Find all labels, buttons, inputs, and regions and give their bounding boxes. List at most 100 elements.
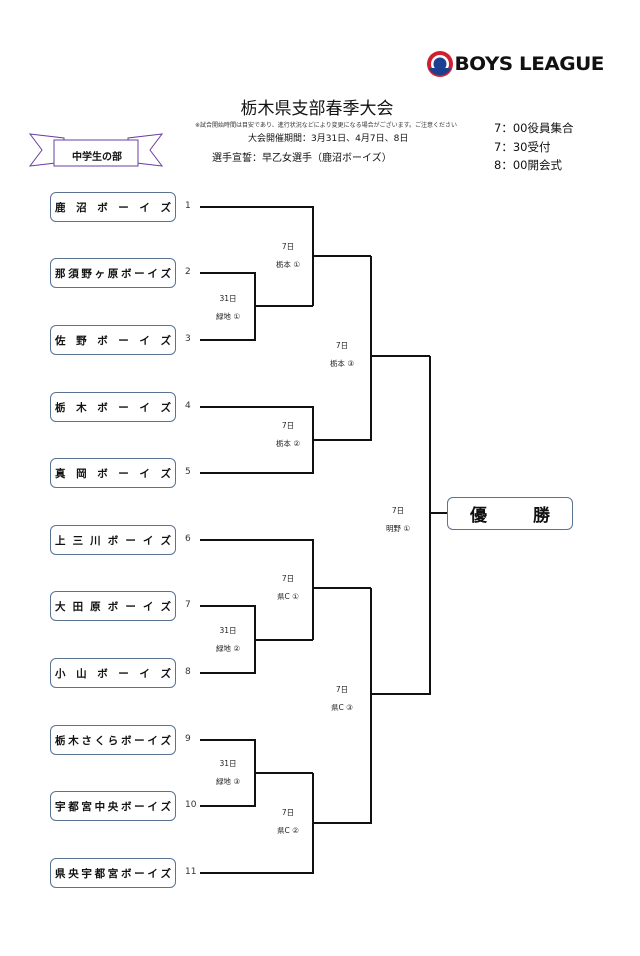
team-box: 栃木ボーイズ: [50, 392, 176, 422]
tournament-period: 大会開催期間：3月31日、4月7日、8日: [248, 134, 409, 144]
team-box: 宇都宮中央ボーイズ: [50, 791, 176, 821]
team-name-char: ー: [125, 600, 136, 613]
team-name-char: さ: [81, 734, 92, 747]
schedule-item: 7：00役員集合: [494, 121, 574, 135]
division-ribbon: [28, 133, 164, 167]
match-day: 7日: [335, 341, 349, 350]
boys-league-logo: BOYS LEAGUE: [426, 50, 604, 78]
team-name-char: ー: [118, 667, 129, 680]
seed-number: 8: [185, 667, 191, 677]
match-venue: 県C ①: [277, 592, 299, 601]
match-venue: 県C ②: [277, 826, 299, 835]
team-name-char: ボ: [97, 401, 108, 414]
team-name-char: 大: [55, 600, 66, 613]
match-day: 7日: [335, 685, 349, 694]
logo-emblem-icon: [427, 51, 453, 77]
team-name-char: ボ: [120, 734, 132, 747]
bracket-line: [200, 206, 314, 306]
team-name-char: ボ: [97, 467, 108, 480]
team-name-char: 那: [55, 267, 66, 280]
bracket-line: [200, 272, 256, 341]
match-day: 7日: [281, 242, 295, 251]
team-name-char: イ: [139, 467, 150, 480]
match-day: 31日: [219, 626, 237, 635]
team-box: 栃木さくらボーイズ: [50, 725, 176, 755]
team-name-char: 田: [72, 600, 84, 613]
champion-char: 優: [470, 506, 487, 526]
team-name-char: 央: [107, 800, 119, 813]
team-name-char: ボ: [97, 334, 108, 347]
match-venue: 明野 ①: [385, 524, 411, 533]
seed-number: 2: [185, 267, 191, 277]
team-name-char: ボ: [120, 267, 132, 280]
team-name-char: 佐: [55, 334, 66, 347]
team-name-char: 都: [68, 800, 79, 813]
match-day: 7日: [281, 574, 295, 583]
team-name-char: ズ: [160, 867, 172, 880]
team-name-char: 鹿: [55, 201, 66, 214]
schedule-item: 8：00開会式: [494, 158, 562, 172]
match-day: 31日: [219, 294, 237, 303]
team-name-char: ズ: [160, 534, 171, 547]
team-name-char: ー: [125, 534, 136, 547]
seed-number: 11: [185, 867, 197, 877]
team-name-char: ボ: [97, 201, 108, 214]
seed-number: 4: [185, 401, 191, 411]
team-box: 上三川ボーイズ: [50, 525, 176, 555]
team-name-char: イ: [139, 201, 150, 214]
team-box: 真岡ボーイズ: [50, 458, 176, 488]
team-box: 佐野ボーイズ: [50, 325, 176, 355]
seed-number: 9: [185, 734, 191, 744]
team-name-char: 栃: [55, 401, 66, 414]
team-name-char: イ: [139, 334, 150, 347]
match-venue: 県C ③: [331, 703, 353, 712]
bracket-line: [313, 256, 372, 441]
team-box: 県央宇都宮ボーイズ: [50, 858, 176, 888]
champion-box: 優 勝: [447, 497, 573, 530]
team-name-char: 川: [90, 534, 101, 547]
team-name-char: 三: [72, 534, 84, 547]
page-title: 栃木県支部春季大会: [240, 99, 394, 119]
team-name-char: ボ: [97, 667, 108, 680]
match-day: 7日: [281, 421, 295, 430]
team-name-char: イ: [142, 600, 154, 613]
team-name-char: イ: [147, 800, 158, 813]
seed-number: 3: [185, 334, 191, 344]
team-name-char: 木: [76, 401, 87, 414]
team-name-char: ズ: [160, 201, 171, 214]
team-name-char: 宇: [55, 800, 66, 813]
team-name-char: 木: [68, 734, 79, 747]
bracket-line: [200, 739, 256, 807]
bracket-line: [200, 605, 256, 674]
team-name-char: 原: [107, 267, 119, 280]
team-name-char: 央: [68, 867, 79, 880]
team-name-char: 宮: [81, 800, 92, 813]
seed-number: 7: [185, 600, 191, 610]
match-venue: 緑地 ②: [215, 644, 241, 653]
seed-number: 6: [185, 534, 191, 544]
team-name-char: 真: [55, 467, 66, 480]
team-box: 鹿沼ボーイズ: [50, 192, 176, 222]
team-name-char: ボ: [120, 867, 132, 880]
team-name-char: ら: [107, 734, 119, 747]
time-note: ※試合開始時間は目安であり、進行状況などにより変更になる場合がございます。ご注意…: [195, 122, 458, 129]
team-box: 大田原ボーイズ: [50, 591, 176, 621]
team-name-char: ボ: [107, 600, 119, 613]
team-name-char: 宮: [107, 867, 119, 880]
team-name-char: ボ: [120, 800, 132, 813]
team-name-char: ー: [134, 800, 145, 813]
team-name-char: ズ: [160, 467, 171, 480]
team-name-char: イ: [139, 667, 150, 680]
team-name-char: 都: [94, 867, 106, 880]
team-name-char: ー: [118, 467, 129, 480]
team-name-char: 山: [76, 667, 87, 680]
team-name-char: ー: [134, 267, 145, 280]
team-name-char: 沼: [76, 201, 87, 214]
team-name-char: 県: [55, 867, 66, 880]
bracket-line: [200, 773, 314, 874]
match-day: 31日: [219, 759, 237, 768]
team-name-char: ー: [134, 867, 145, 880]
match-venue: 栃本 ②: [275, 439, 301, 448]
team-name-char: ヶ: [94, 267, 106, 280]
team-name-char: 栃: [55, 734, 66, 747]
